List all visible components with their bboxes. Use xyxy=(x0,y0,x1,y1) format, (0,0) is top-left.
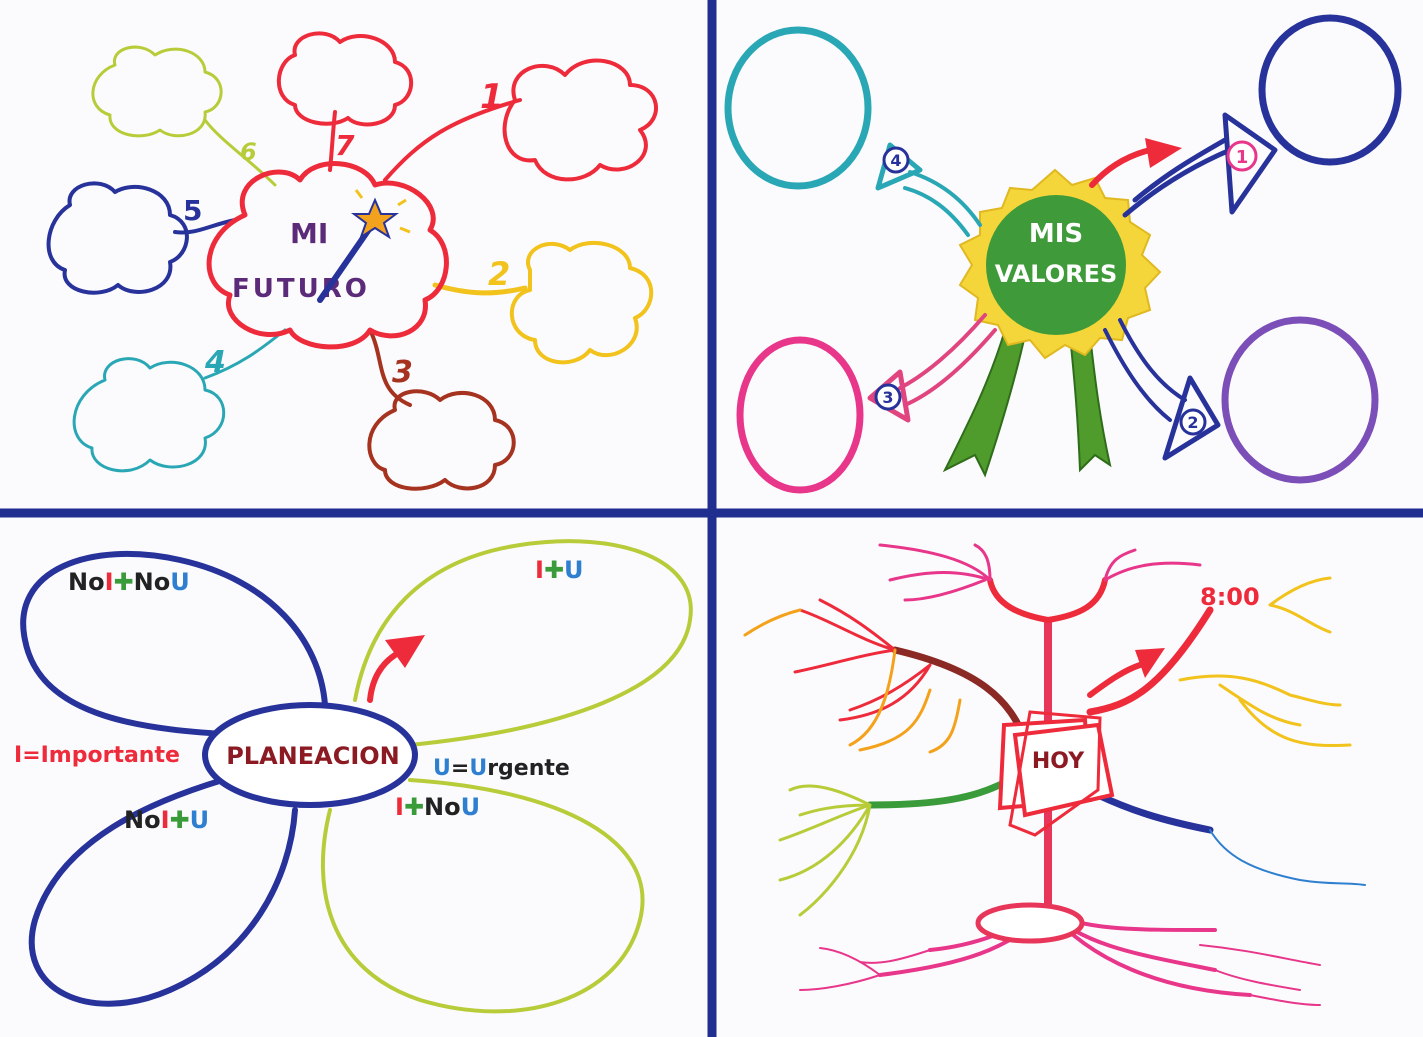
cloud-3 xyxy=(367,389,516,491)
branch-2-line xyxy=(432,282,528,296)
planeacion-arrow-head xyxy=(385,635,425,668)
branch-3-number: 3 xyxy=(392,355,413,390)
time-branch xyxy=(1086,606,1214,716)
time-label: 8:00 xyxy=(1200,583,1260,611)
label-i-no-u: I✚NoU xyxy=(395,793,480,821)
blue-twig xyxy=(1209,829,1366,886)
label-no-i-u: NoI✚U xyxy=(124,806,209,834)
branch-1-number: 1 xyxy=(480,77,504,117)
arrow-1-line xyxy=(1122,147,1233,218)
ribbon-left xyxy=(942,328,1027,478)
petal-top-left xyxy=(20,550,328,738)
magic-wand-icon xyxy=(317,189,411,303)
planeacion-map: PLANEACION NoI✚NoU I✚U NoI✚U I✚NoU I=Imp… xyxy=(14,539,693,1014)
hoy-title: HOY xyxy=(1032,749,1085,774)
cloud-4 xyxy=(72,357,226,473)
branch-6-number: 6 xyxy=(240,138,257,166)
branch-1-line xyxy=(383,98,522,182)
branch-2-number: 2 xyxy=(488,255,510,293)
bottom-ellipse xyxy=(975,902,1085,944)
circle-pink xyxy=(736,336,864,494)
branch-5-line xyxy=(173,218,237,235)
mi-futuro-map: 1 2 3 4 5 6 7 MI FUTURO xyxy=(46,31,658,491)
arrow-3-number: 3 xyxy=(882,388,893,407)
branch-4-number: 4 xyxy=(204,345,226,380)
arrow-1-line-b xyxy=(1132,137,1228,203)
seal-center xyxy=(986,195,1126,335)
orange-twigs-left xyxy=(743,608,962,754)
circle-purple xyxy=(1221,316,1379,484)
petal-bottom-right xyxy=(320,778,645,1014)
hoy-arrow-head xyxy=(1135,648,1165,678)
mis-valores-map: MIS VALORES 1 2 3 4 xyxy=(724,14,1402,494)
cloud-7 xyxy=(276,31,414,127)
hoy-arrow-line xyxy=(1087,662,1143,698)
label-no-i-no-u: NoI✚NoU xyxy=(68,568,190,596)
arrow-4-line-b xyxy=(903,186,970,237)
mis-valores-title-line2: VALORES xyxy=(995,260,1118,288)
top-twigs xyxy=(878,543,1202,582)
blue-branch xyxy=(1094,791,1214,834)
ribbon-right xyxy=(1068,334,1112,473)
bottom-fine-twigs xyxy=(799,944,1321,1006)
legend-urgente: U=Urgente xyxy=(433,756,570,781)
branch-7-number: 7 xyxy=(335,129,355,162)
yellow-twigs xyxy=(1178,576,1352,748)
red-twigs-left xyxy=(793,598,932,722)
arrow-3-line xyxy=(898,313,987,390)
green-twigs xyxy=(778,784,872,917)
center-cloud xyxy=(206,161,449,350)
circle-blue xyxy=(1258,14,1402,166)
hoy-calendar-icon: HOY xyxy=(997,710,1115,837)
cloud-1 xyxy=(502,58,658,182)
arrow-4-badge xyxy=(882,146,910,174)
top-branch xyxy=(987,577,1108,623)
mi-futuro-title-line1: MI xyxy=(290,217,328,250)
arrow-2-number: 2 xyxy=(1187,413,1198,432)
arrow-2-line-b xyxy=(1103,328,1172,422)
planeacion-arrow-line xyxy=(367,652,398,703)
cloud-2 xyxy=(509,240,654,365)
branch-5-number: 5 xyxy=(183,194,202,227)
petal-top-right xyxy=(353,539,693,747)
planeacion-title: PLANEACION xyxy=(226,742,400,770)
hoy-map: 8:00 HOY xyxy=(743,543,1366,1006)
mi-futuro-title-line2: FUTURO xyxy=(232,274,370,304)
arrow-1-badge xyxy=(1226,140,1258,172)
planeacion-center xyxy=(202,702,418,808)
green-branch xyxy=(866,776,1014,809)
arrow-2-head xyxy=(1162,375,1221,461)
arrow-3-line-b xyxy=(903,328,997,407)
circle-teal xyxy=(724,26,872,190)
branch-3-line xyxy=(368,328,412,407)
top-twig-2 xyxy=(903,578,987,602)
legend-importante: I=Importante xyxy=(14,743,180,768)
arrow-1-number: 1 xyxy=(1236,147,1249,168)
red-arrow-head xyxy=(1145,138,1182,168)
mis-valores-title-line1: MIS xyxy=(1029,219,1083,249)
arrow-2-badge xyxy=(1179,408,1207,436)
cloud-5 xyxy=(46,181,189,295)
petal-bottom-left xyxy=(28,772,298,1007)
branch-6-line xyxy=(203,118,277,187)
cloud-6 xyxy=(91,45,223,138)
arrow-2-line xyxy=(1118,318,1187,402)
arrow-4-number: 4 xyxy=(890,151,901,170)
arrow-4-line xyxy=(908,170,982,227)
arrow-3-badge xyxy=(874,383,902,411)
label-i-u: I✚U xyxy=(535,556,584,584)
red-arrow-line xyxy=(1089,147,1153,188)
